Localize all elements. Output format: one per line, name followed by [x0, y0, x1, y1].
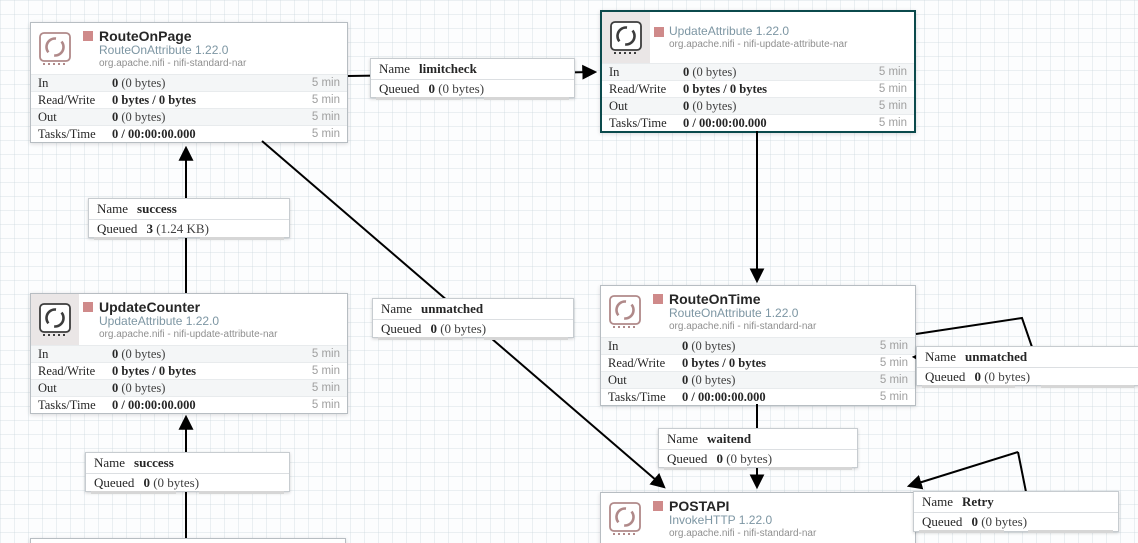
processor-name: UpdateCounter	[99, 298, 201, 315]
processor-stats: In 0 (0 bytes) 5 min Read/Write 0 bytes …	[31, 74, 347, 142]
processor-icon-area	[31, 23, 79, 74]
stopped-state-icon	[654, 27, 664, 37]
processor-bundle: org.apache.nifi - nifi-update-attribute-…	[99, 329, 278, 340]
processor-header: RouteOnTime RouteOnAttribute 1.22.0 org.…	[601, 286, 915, 337]
processor-stamp-icon	[609, 501, 641, 535]
processor-bundle: org.apache.nifi - nifi-standard-nar	[99, 58, 247, 69]
processor-header: UpdateCounter UpdateAttribute 1.22.0 org…	[31, 294, 347, 345]
processor-header: UpdateAttribute 1.22.0 org.apache.nifi -…	[602, 12, 914, 63]
connection-loop-retry-arrow[interactable]	[906, 451, 1019, 490]
stopped-state-icon	[653, 500, 663, 511]
processor-type: UpdateAttribute 1.22.0	[669, 24, 790, 38]
queue-size-bars	[919, 530, 1113, 534]
stopped-state-icon	[83, 30, 93, 41]
processor-postapi[interactable]: POSTAPI InvokeHTTP 1.22.0 org.apache.nif…	[600, 492, 916, 543]
processor-name: RouteOnTime	[669, 290, 761, 307]
stopped-state-icon	[653, 293, 663, 304]
stat-row-readwrite: Read/Write 0 bytes / 0 bytes 5 min	[31, 91, 347, 108]
processor-updatecounter[interactable]: UpdateCounter UpdateAttribute 1.22.0 org…	[30, 293, 348, 414]
queue-size-bars	[378, 337, 568, 341]
stopped-state-icon	[83, 301, 93, 312]
connection-loop-retry-postapi[interactable]	[1017, 451, 1027, 493]
processor-type: UpdateAttribute 1.22.0	[99, 314, 220, 328]
stat-row-in: In 0 (0 bytes) 5 min	[31, 74, 347, 91]
stat-row-taskstime: Tasks/Time 0 / 00:00:00.000 5 min	[601, 388, 915, 405]
processor-type: RouteOnAttribute 1.22.0	[99, 43, 229, 57]
stat-row-taskstime: Tasks/Time 0 / 00:00:00.000 5 min	[31, 125, 347, 142]
processor-name: RouteOnPage	[99, 27, 192, 44]
processor-bundle: org.apache.nifi - nifi-update-attribute-…	[669, 39, 848, 50]
processor-type: RouteOnAttribute 1.22.0	[669, 306, 799, 320]
stat-row-readwrite: Read/Write 0 bytes / 0 bytes 5 min	[602, 80, 914, 97]
processor-stamp-icon	[39, 302, 71, 336]
connection-loop-unmatched-routeontime[interactable]	[915, 316, 1034, 351]
stat-row-taskstime: Tasks/Time 0 / 00:00:00.000 5 min	[602, 114, 914, 131]
processor-stats: In 0 (0 bytes) 5 min Read/Write 0 bytes …	[602, 63, 914, 131]
processor-icon-area	[602, 12, 650, 63]
processor-stamp-icon	[610, 20, 642, 54]
processor-bundle: org.apache.nifi - nifi-standard-nar	[669, 321, 817, 332]
processor-stamp-icon	[39, 31, 71, 65]
processor-icon-area	[31, 294, 79, 345]
stat-row-readwrite: Read/Write 0 bytes / 0 bytes 5 min	[601, 354, 915, 371]
queue-size-bars	[376, 97, 569, 101]
stat-row-out: Out 0 (0 bytes) 5 min	[31, 108, 347, 125]
processor-icon-area	[601, 286, 649, 337]
stat-row-out: Out 0 (0 bytes) 5 min	[602, 97, 914, 114]
processor-type: InvokeHTTP 1.22.0	[669, 513, 773, 527]
queue-size-bars	[922, 385, 1134, 389]
processor-header: RouteOnPage RouteOnAttribute 1.22.0 org.…	[31, 23, 347, 74]
processor-icon-area	[601, 493, 649, 543]
processor-bundle: org.apache.nifi - nifi-standard-nar	[669, 528, 817, 539]
processor-stamp-icon	[609, 294, 641, 328]
processor-stats: In 0 (0 bytes) 5 min Read/Write 0 bytes …	[31, 345, 347, 413]
queue-size-bars	[94, 237, 284, 241]
stat-row-in: In 0 (0 bytes) 5 min	[601, 337, 915, 354]
stat-row-in: In 0 (0 bytes) 5 min	[602, 63, 914, 80]
processor-updateattribute[interactable]: UpdateAttribute 1.22.0 org.apache.nifi -…	[600, 10, 916, 133]
processor-routeonpage[interactable]: RouteOnPage RouteOnAttribute 1.22.0 org.…	[30, 22, 348, 143]
processor-stats: In 0 (0 bytes) 5 min Read/Write 0 bytes …	[601, 337, 915, 405]
processor-header: POSTAPI InvokeHTTP 1.22.0 org.apache.nif…	[601, 493, 915, 543]
stat-row-in: In 0 (0 bytes) 5 min	[31, 345, 347, 362]
processor-name: POSTAPI	[669, 497, 730, 514]
queue-size-bars	[664, 467, 852, 471]
queue-size-bars	[91, 491, 284, 495]
stat-row-readwrite: Read/Write 0 bytes / 0 bytes 5 min	[31, 362, 347, 379]
stat-row-taskstime: Tasks/Time 0 / 00:00:00.000 5 min	[31, 396, 347, 413]
processor-partial-bottom[interactable]	[30, 538, 346, 543]
stat-row-out: Out 0 (0 bytes) 5 min	[31, 379, 347, 396]
processor-routeontime[interactable]: RouteOnTime RouteOnAttribute 1.22.0 org.…	[600, 285, 916, 406]
stat-row-out: Out 0 (0 bytes) 5 min	[601, 371, 915, 388]
